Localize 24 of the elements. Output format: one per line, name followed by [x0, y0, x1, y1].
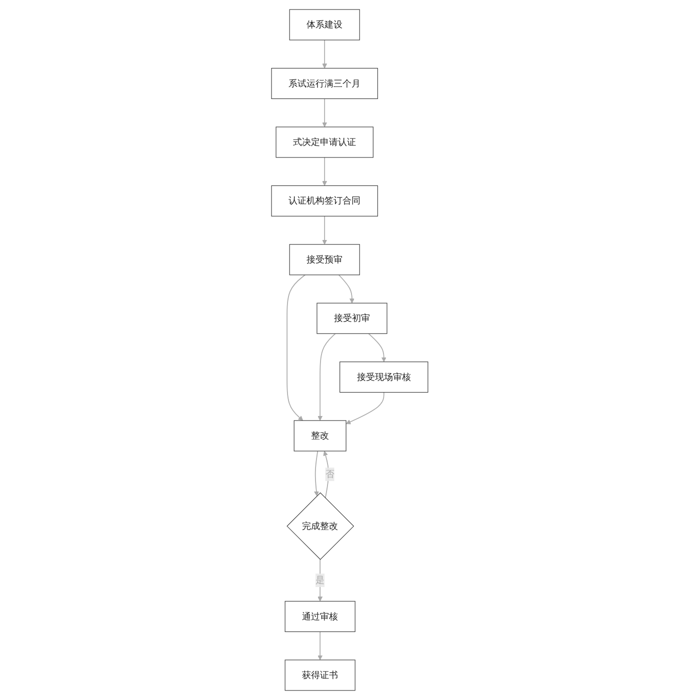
arrow: [322, 157, 328, 186]
node-box: 式决定申请认证: [276, 126, 374, 158]
edge-label: 否: [326, 468, 335, 480]
node-box: 认证机构签订合同: [272, 185, 378, 216]
arrow: [322, 216, 328, 245]
node-box: 系试运行满三个月: [272, 68, 378, 100]
arrow: [338, 274, 355, 304]
arrow: [286, 274, 306, 421]
edge-label: 是: [316, 574, 325, 586]
node-box: 体系建设: [290, 9, 360, 40]
node-box: 获得证书: [285, 660, 356, 691]
node-box: 接受初审: [316, 302, 388, 334]
arrow: [322, 40, 328, 68]
arrow: [314, 450, 320, 496]
node-box: 接受现场审核: [340, 362, 428, 393]
arrow: [346, 392, 385, 424]
arrow: [322, 98, 328, 128]
node-box: 整改: [294, 420, 347, 452]
arrow: [368, 333, 387, 362]
node-diamond: 完成整改: [286, 492, 354, 560]
arrow: [318, 631, 323, 660]
arrow: [318, 333, 336, 421]
node-box: 接受预审: [290, 244, 360, 276]
node-box: 通过审核: [285, 600, 356, 632]
